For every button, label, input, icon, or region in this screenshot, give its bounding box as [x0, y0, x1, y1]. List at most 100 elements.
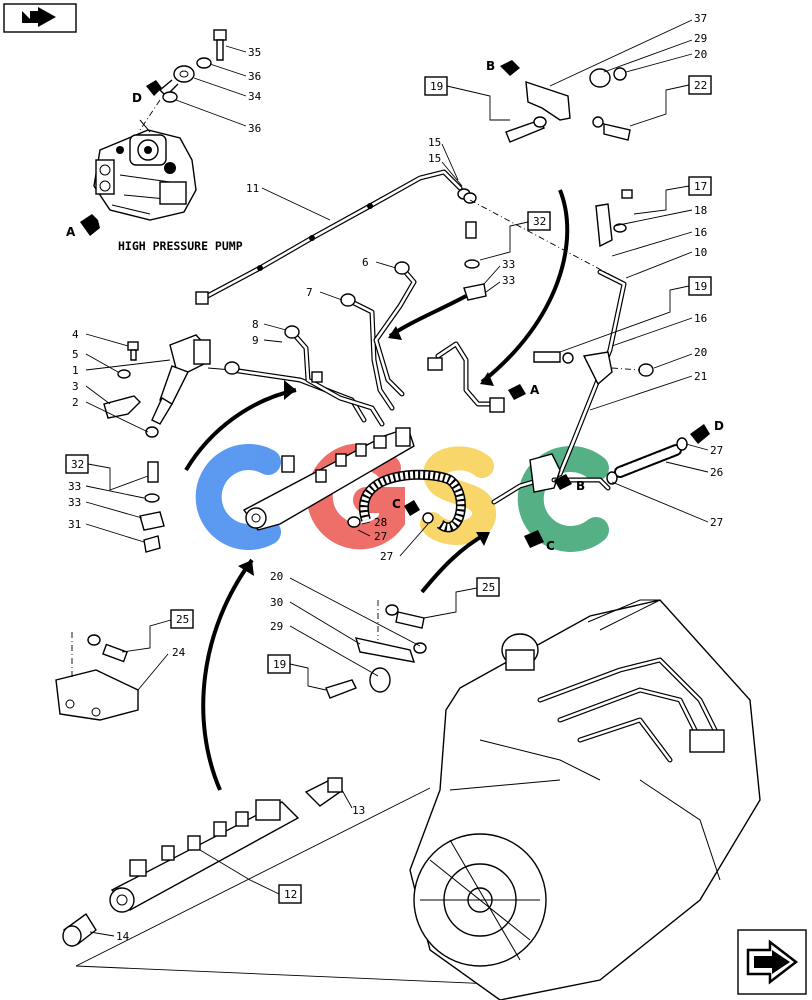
svg-text:7: 7 — [306, 286, 313, 299]
svg-text:19: 19 — [694, 280, 707, 293]
svg-text:25: 25 — [176, 613, 189, 626]
svg-text:27: 27 — [710, 444, 723, 457]
svg-text:36: 36 — [248, 70, 261, 83]
ref-box-25-mid[interactable]: 25 — [423, 577, 500, 619]
svg-text:15: 15 — [428, 152, 441, 165]
fuel-pipe-10 — [491, 269, 627, 505]
callouts: 35 36 34 36 37 29 20 11 15 15 18 16 10 6… — [68, 12, 723, 943]
ref-box-19-top[interactable]: 19 — [424, 76, 510, 121]
clip-15 — [457, 188, 477, 204]
svg-text:2: 2 — [72, 396, 79, 409]
svg-text:33: 33 — [68, 480, 81, 493]
svg-text:A: A — [66, 225, 76, 239]
ref-box-25-left[interactable]: 25 — [121, 609, 194, 653]
injector-pipes — [224, 261, 417, 427]
clamp-27-mid2 — [422, 512, 434, 524]
common-rail-12 — [109, 799, 300, 913]
washer-36 — [196, 57, 212, 69]
flow-arrows — [184, 189, 570, 791]
ref-box-19-mid[interactable]: 19 — [559, 276, 712, 353]
banjo-fitting-34 — [158, 65, 195, 97]
flow-marker-b-top[interactable]: B — [486, 59, 520, 76]
flow-marker-d-right[interactable]: D — [690, 419, 724, 444]
svg-text:35: 35 — [248, 46, 261, 59]
svg-text:19: 19 — [273, 658, 286, 671]
flow-marker-d-pump[interactable]: D — [132, 80, 162, 105]
ref-box-12[interactable]: 12 — [199, 849, 302, 904]
bracket-16 — [533, 351, 654, 386]
clamp-27-mid — [347, 516, 361, 528]
svg-text:20: 20 — [694, 346, 707, 359]
clamp-29-30 — [325, 604, 427, 699]
svg-text:20: 20 — [694, 48, 707, 61]
ref-box-17[interactable]: 17 — [633, 176, 712, 215]
clamp-3 — [103, 395, 141, 419]
flow-marker-c-right[interactable]: C — [524, 530, 555, 553]
svg-text:33: 33 — [502, 258, 515, 271]
engine-block — [409, 599, 761, 1000]
svg-text:C: C — [392, 497, 401, 511]
clamp-33-left — [139, 461, 165, 553]
prev-page-icon[interactable] — [3, 3, 77, 33]
flow-marker-c-mid[interactable]: C — [392, 497, 420, 516]
svg-text:D: D — [714, 419, 724, 433]
ref-box-22[interactable]: 22 — [629, 75, 712, 127]
injector — [145, 334, 233, 438]
svg-text:11: 11 — [246, 182, 259, 195]
svg-text:4: 4 — [72, 328, 79, 341]
bracket-37 — [505, 67, 631, 143]
svg-text:21: 21 — [694, 370, 707, 383]
ref-box-32-left[interactable]: 32 — [65, 454, 149, 491]
svg-text:25: 25 — [482, 581, 495, 594]
high-pressure-pump — [93, 119, 197, 221]
fuel-return-line-11 — [195, 169, 463, 305]
svg-text:6: 6 — [362, 256, 369, 269]
svg-text:24: 24 — [172, 646, 186, 659]
watermark-letter-c1 — [195, 444, 281, 550]
washer-5 — [117, 369, 131, 379]
svg-text:27: 27 — [380, 550, 393, 563]
bolt-4 — [127, 341, 139, 361]
svg-text:B: B — [486, 59, 495, 73]
bracket-24 — [55, 634, 139, 721]
svg-text:A: A — [530, 383, 540, 397]
plug-14 — [62, 912, 97, 947]
svg-text:37: 37 — [694, 12, 707, 25]
svg-text:19: 19 — [430, 80, 443, 93]
ref-box-32-top[interactable]: 32 — [479, 211, 551, 261]
svg-text:B: B — [576, 479, 585, 493]
svg-text:33: 33 — [502, 274, 515, 287]
flow-marker-a-mid[interactable]: A — [508, 383, 540, 400]
svg-text:10: 10 — [694, 246, 707, 259]
pump-caption: HIGH PRESSURE PUMP — [118, 239, 243, 253]
flow-marker-a-pump[interactable]: A — [66, 214, 100, 239]
svg-text:17: 17 — [694, 180, 707, 193]
svg-text:13: 13 — [352, 804, 365, 817]
svg-text:22: 22 — [694, 79, 707, 92]
flow-marker-b-right[interactable]: B — [554, 474, 585, 493]
clamp-33-top — [463, 221, 487, 301]
svg-text:3: 3 — [72, 380, 79, 393]
svg-text:15: 15 — [428, 136, 441, 149]
watermark-letter-s — [420, 446, 496, 546]
svg-text:29: 29 — [694, 32, 707, 45]
svg-text:14: 14 — [116, 930, 130, 943]
rail-block-mid — [242, 427, 415, 531]
washer-36-lower — [162, 91, 178, 103]
svg-text:C: C — [546, 539, 555, 553]
ref-box-19-low[interactable]: 19 — [267, 654, 327, 691]
svg-text:D: D — [132, 91, 142, 105]
svg-text:16: 16 — [694, 226, 707, 239]
svg-text:28: 28 — [374, 516, 387, 529]
svg-text:1: 1 — [72, 364, 79, 377]
watermark-letter-c2 — [517, 446, 609, 552]
svg-text:31: 31 — [68, 518, 81, 531]
bracket-18 — [595, 189, 633, 248]
svg-text:5: 5 — [72, 348, 79, 361]
svg-text:29: 29 — [270, 620, 283, 633]
fuel-hose-26 — [606, 437, 688, 485]
next-page-icon[interactable] — [737, 929, 807, 995]
svg-text:33: 33 — [68, 496, 81, 509]
svg-text:16: 16 — [694, 312, 707, 325]
svg-text:8: 8 — [252, 318, 259, 331]
